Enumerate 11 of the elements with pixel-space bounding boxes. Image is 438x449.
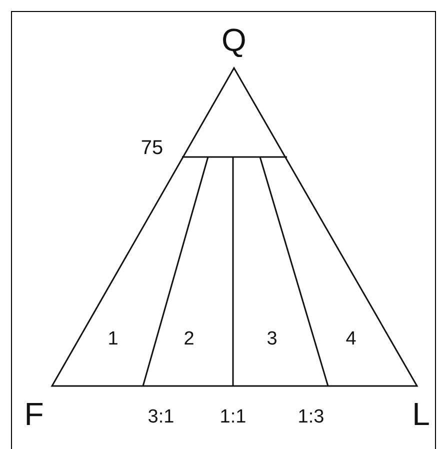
region-number: 1 — [108, 330, 118, 348]
ratio-label: 3:1 — [148, 408, 174, 426]
region-number: 3 — [266, 330, 278, 348]
vertex-label: L — [412, 398, 430, 430]
region-number: 4 — [346, 330, 356, 348]
region-number: 2 — [184, 330, 194, 348]
vertex-label: Q — [222, 24, 246, 56]
ratio-label: 1:3 — [298, 408, 324, 426]
ratio-label: 1:1 — [220, 408, 246, 426]
vertex-label: F — [24, 398, 44, 430]
value-label: 75 — [140, 138, 164, 158]
